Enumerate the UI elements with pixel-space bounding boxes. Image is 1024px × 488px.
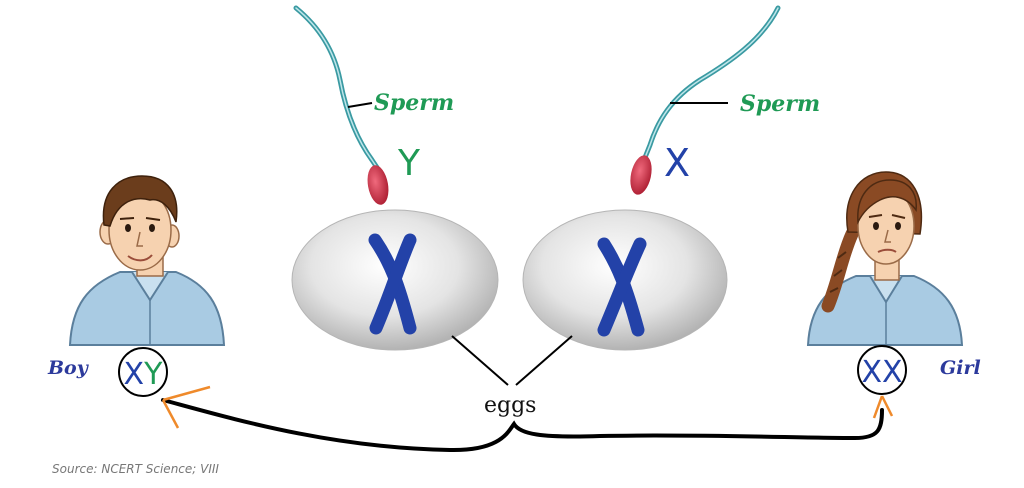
sperm-left-chromosome: Y (397, 143, 421, 184)
egg-right (522, 209, 728, 351)
boy-chromosomes: XY (124, 357, 164, 392)
sperm-right-tail (641, 5, 781, 163)
source-caption: Source: NCERT Science; VIII (52, 462, 219, 476)
connection-curve (161, 398, 884, 453)
sperm-right-label: Sperm (740, 91, 820, 117)
boy-figure (68, 175, 226, 346)
sperm-left-label: Sperm (374, 90, 454, 116)
egg-right-x-chromosome (597, 237, 647, 337)
boy-chromosome-circle: XY (118, 347, 168, 397)
sperm-right-head (630, 155, 652, 195)
sperm-left-pointer (347, 102, 373, 108)
boy-arrow (161, 385, 211, 429)
sperm-left-tail (293, 5, 383, 175)
sperm-left-head (367, 165, 389, 205)
girl-label: Girl (940, 357, 981, 379)
sperm-right-chromosome: X (664, 141, 690, 185)
eggs-pointer-lines (451, 335, 573, 386)
girl-chromosome-circle: XX (857, 345, 907, 395)
girl-chromosomes: XX (861, 355, 902, 390)
egg-left-x-chromosome (368, 233, 417, 335)
boy-label: Boy (47, 357, 90, 379)
sperm-left: Sperm Y (293, 5, 454, 205)
eggs-label: eggs (484, 393, 536, 418)
girl-figure (806, 171, 964, 346)
girl-arrow (872, 395, 894, 419)
sperm-right: Sperm X (630, 5, 820, 195)
egg-left (291, 209, 499, 351)
